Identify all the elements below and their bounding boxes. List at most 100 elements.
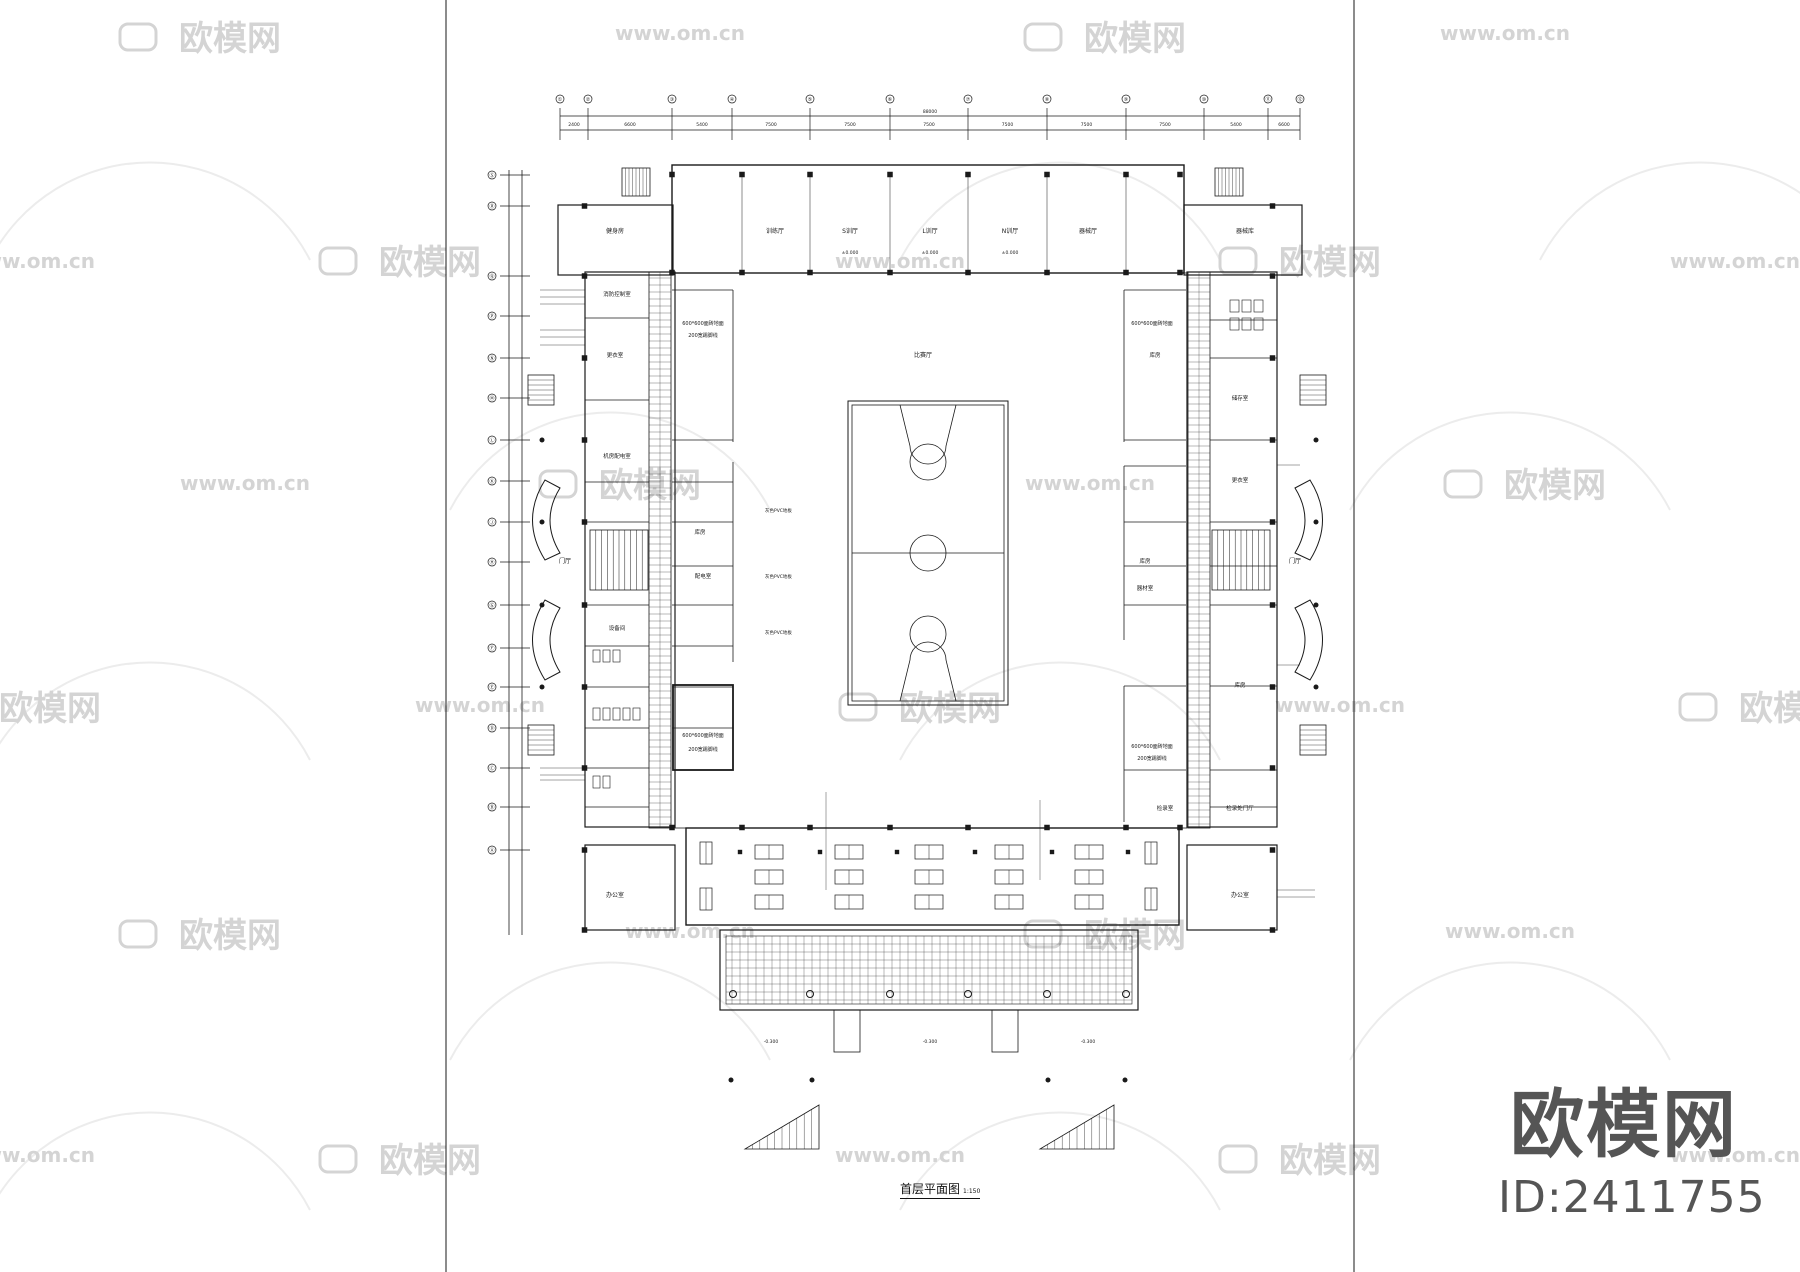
axis-bubble-left: [487, 845, 497, 855]
south-entry-walk-right: [991, 1009, 1019, 1053]
axis-label-top: ⑨: [1124, 97, 1128, 103]
axis-label-left: Ⓜ: [489, 395, 494, 402]
room-label-east: 库房: [1234, 681, 1246, 689]
south-entrance-canopy: [719, 929, 1139, 1011]
axis-bubble-top: [1121, 94, 1131, 104]
plan-scale: 1:150: [963, 1188, 981, 1195]
axis-label-top: ⑥: [888, 97, 893, 103]
building-walls: [557, 164, 1303, 1011]
room-label-equipment-hall: 器械厅: [1079, 227, 1097, 235]
watermark-logo-text: 欧模网: [179, 916, 281, 956]
column: [807, 171, 813, 178]
court-key-north: [899, 404, 957, 465]
room-label-west: 设备间: [609, 624, 626, 632]
room-label-east: 检录室: [1157, 804, 1174, 812]
west-wing: [584, 271, 676, 828]
southwest-office: [584, 844, 676, 931]
watermark-url-text: www.om.cn: [1670, 1143, 1800, 1167]
stand-column: [972, 849, 978, 855]
note-baseboard: 200宽踢脚线: [688, 332, 718, 339]
stand-column: [737, 849, 743, 855]
axis-bubble-top: [1263, 94, 1273, 104]
column: [1269, 927, 1276, 933]
axis-label-left: Ⓗ: [489, 559, 494, 566]
west-corridor: [648, 271, 672, 829]
room-label-training-4: N训厅: [1002, 227, 1019, 235]
note-outdoor-elevation: -0.300: [1081, 1039, 1096, 1045]
axis-bubble-top: [963, 94, 973, 104]
axis-label-top: ①: [558, 97, 563, 103]
watermark-logo-mark: [1023, 22, 1063, 52]
axis-label-top: ⑤: [808, 97, 812, 103]
watermark-logo-mark: [1218, 246, 1258, 276]
column: [1269, 273, 1276, 279]
note-floor-tile: 600*600面砖地面: [682, 732, 724, 739]
column: [581, 927, 588, 933]
watermark-logo-mark: [318, 1144, 358, 1174]
dimension-segment-label: 6600: [624, 122, 636, 128]
watermark-logo-mark: [1218, 1144, 1258, 1174]
exterior-ramp: [527, 374, 555, 406]
watermark-layer: 欧模网欧模网欧模网欧模网欧模网欧模网欧模网欧模网欧模网欧模网欧模网欧模网欧模网w…: [0, 19, 1800, 1211]
axis-bubble-left: [487, 311, 497, 321]
column: [887, 269, 893, 276]
column: [739, 171, 745, 178]
note-pvc-floor: 灰色PVC地板: [765, 507, 792, 514]
axis-bubble-top: [555, 94, 565, 104]
column: [1177, 269, 1183, 276]
northwest-gym-block: [557, 204, 674, 276]
room-label-west: 消防控制室: [603, 290, 631, 298]
toilet-stall: [632, 707, 641, 721]
dimension-segment-label: 5400: [1230, 122, 1242, 128]
watermark-logo-text: 欧模网: [1084, 19, 1186, 59]
axis-bubble-top: [727, 94, 737, 104]
exterior-ramp: [1299, 374, 1327, 406]
toilet-stall: [592, 775, 601, 789]
axis-label-left: Ⓡ: [489, 203, 494, 210]
brand-block: 欧模网 ID:2411755: [1498, 1088, 1765, 1223]
watermark-arc: [1349, 411, 1671, 511]
dimension-segment-label: 7500: [1002, 122, 1014, 128]
axis-label-top: ④: [730, 97, 735, 103]
watermark-logo-text: 欧模网: [1504, 466, 1606, 506]
note-floor-tile: 600*600面砖地面: [1131, 320, 1173, 327]
canopy-column: [806, 990, 814, 998]
axis-label-left: Ⓝ: [489, 355, 494, 362]
column: [887, 824, 893, 831]
court-key-south: [899, 641, 957, 702]
room-label-lobby-east: 门厅: [1289, 557, 1301, 565]
watermark-url-text: www.om.cn: [835, 249, 965, 273]
watermark-url-text: www.om.cn: [1025, 471, 1155, 495]
basketball-court: [847, 400, 1009, 706]
exterior-ramp: [1299, 724, 1327, 756]
axis-label-top: ⑪: [1265, 96, 1270, 103]
axis-bubble-top: [667, 94, 677, 104]
north-stair: [621, 167, 651, 197]
axis-label-top: ⑦: [966, 97, 971, 103]
axis-label-top: ②: [586, 97, 591, 103]
column: [739, 824, 745, 831]
watermark-arc: [1539, 161, 1800, 261]
watermark-arc: [899, 1111, 1221, 1211]
watermark-logo-text: 欧模网: [599, 466, 701, 506]
entrance-column: [728, 1077, 734, 1083]
east-corridor: [1187, 271, 1211, 829]
room-label-east: 库房: [1139, 557, 1151, 565]
column: [1269, 684, 1276, 690]
note-pvc-floor: 灰色PVC地板: [765, 629, 792, 636]
column: [965, 269, 971, 276]
room-label-gym: 健身房: [606, 227, 624, 235]
structural-columns: [539, 171, 1319, 1083]
axis-label-top: ③: [670, 97, 674, 103]
watermark-url-text: www.om.cn: [1670, 249, 1800, 273]
round-column: [1313, 519, 1319, 525]
court-outer-boundary: [847, 400, 1009, 706]
entrance-column: [1045, 1077, 1051, 1083]
stand-column: [1125, 849, 1131, 855]
column: [1177, 824, 1183, 831]
plan-title-text: 首层平面图: [900, 1182, 961, 1196]
